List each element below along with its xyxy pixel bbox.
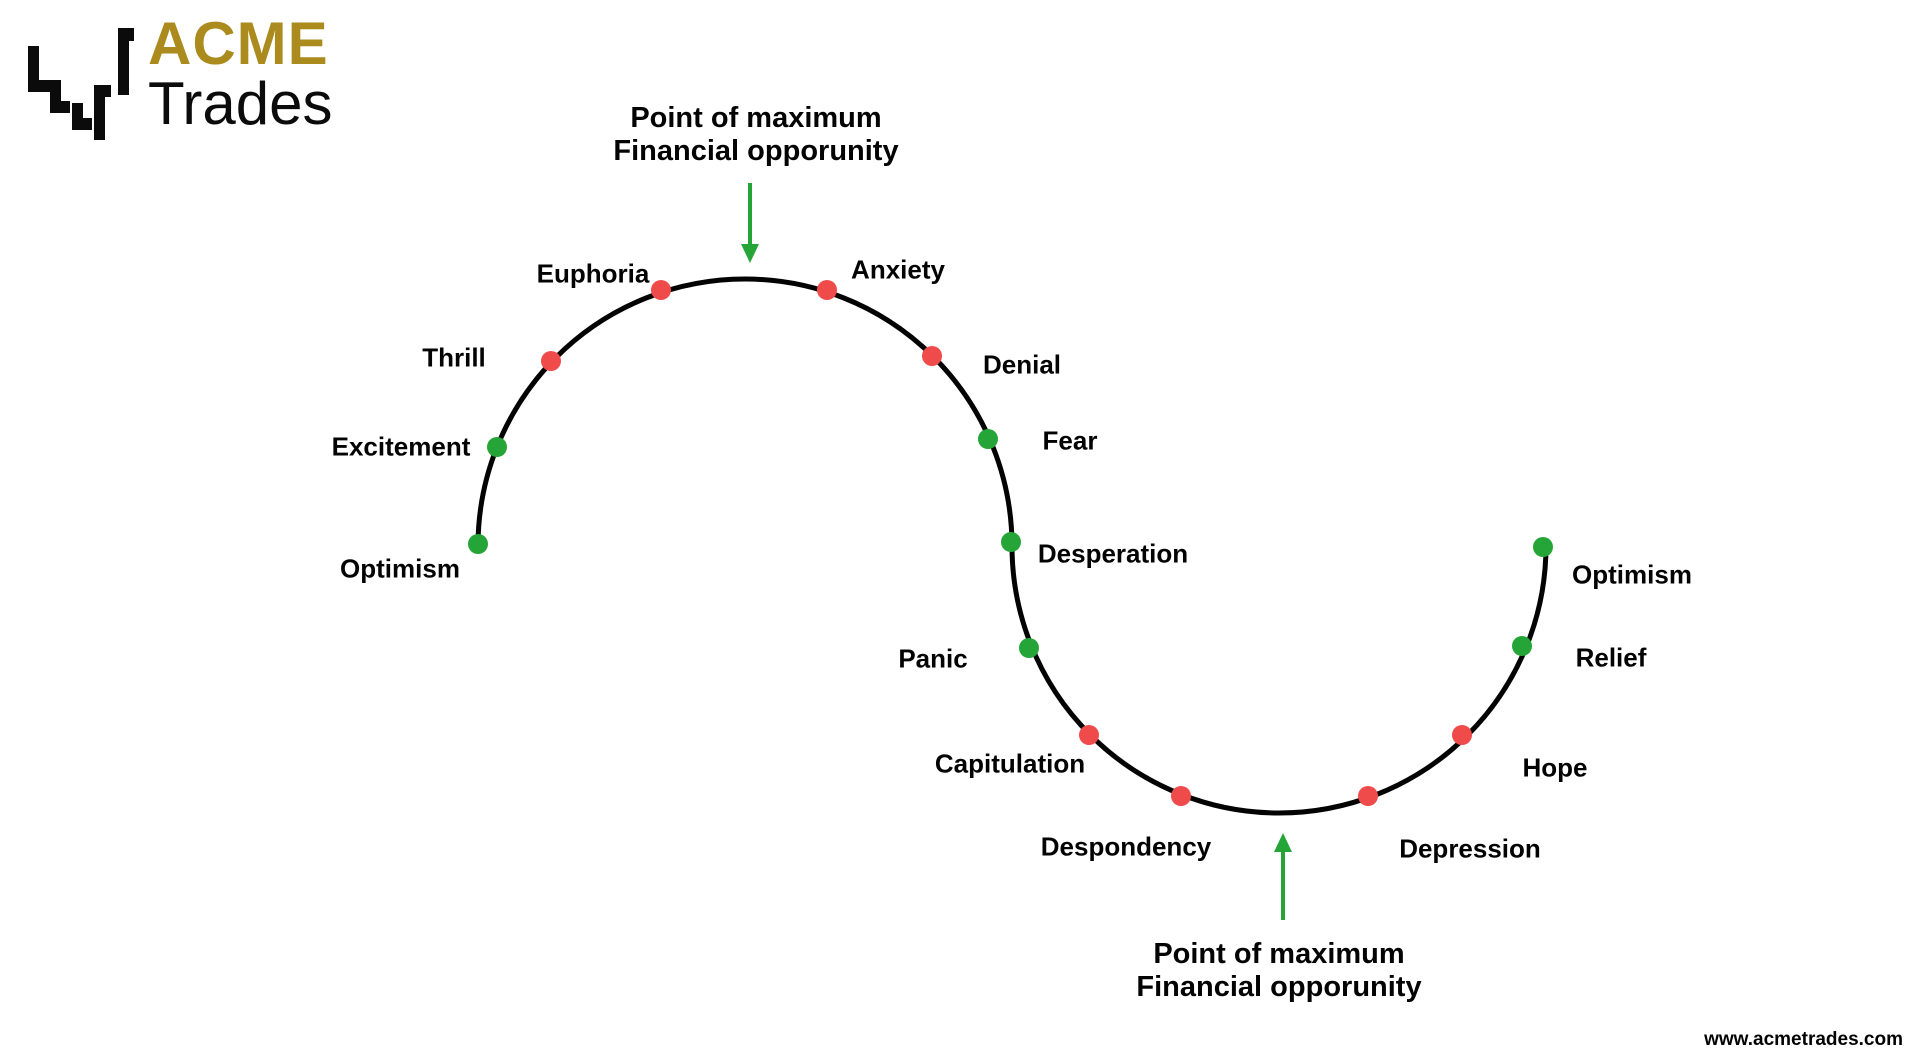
stage-label-despondency: Despondency	[1040, 831, 1212, 862]
stage-dot-relief	[1512, 636, 1532, 656]
stage-label-denial: Denial	[982, 349, 1062, 380]
stage-dot-thrill	[541, 351, 561, 371]
stage-dot-optimism	[1533, 537, 1553, 557]
logo: ACME Trades	[148, 10, 333, 137]
stage-label-anxiety: Anxiety	[851, 254, 945, 285]
logo-suffix-text: Trades	[148, 70, 333, 137]
stage-dot-capitulation	[1079, 725, 1099, 745]
annotation-line: Point of maximum	[630, 102, 882, 134]
annotation-max-opportunity-top: Point of maximum Financial opporunity	[613, 102, 898, 168]
stage-label-panic: Panic	[898, 643, 968, 674]
stage-dot-depression	[1358, 786, 1378, 806]
annotation-line: Point of maximum	[1153, 938, 1405, 970]
stage-dot-anxiety	[817, 280, 837, 300]
stage-label-euphoria: Euphoria	[536, 258, 650, 289]
stage-dot-excitement	[487, 437, 507, 457]
stage-dot-hope	[1452, 725, 1472, 745]
candlestick-logo-icon	[28, 28, 134, 140]
stage-dot-euphoria	[651, 280, 671, 300]
stage-dot-optimism	[468, 534, 488, 554]
stage-dot-fear	[978, 429, 998, 449]
stage-label-depression: Depression	[1399, 833, 1541, 864]
annotation-max-opportunity-bottom: Point of maximum Financial opporunity	[1136, 938, 1421, 1004]
stage-dot-desperation	[1001, 532, 1021, 552]
stage-label-desperation: Desperation	[1037, 538, 1189, 569]
logo-brand-text: ACME	[148, 10, 329, 77]
website-url: www.acmetrades.com	[1704, 1029, 1903, 1050]
stage-dots	[468, 280, 1553, 806]
stage-label-optimism: Optimism	[1572, 559, 1692, 590]
annotation-line: Financial opporunity	[1136, 971, 1422, 1003]
stage-dot-panic	[1019, 638, 1039, 658]
arrow-down-icon	[741, 183, 759, 263]
stage-label-relief: Relief	[1575, 642, 1647, 673]
stage-label-hope: Hope	[1522, 752, 1588, 783]
stage-label-thrill: Thrill	[422, 342, 486, 373]
stage-label-optimism: Optimism	[340, 553, 460, 584]
arrow-up-icon	[1274, 833, 1292, 920]
stage-label-fear: Fear	[1042, 425, 1098, 456]
stage-dot-despondency	[1171, 786, 1191, 806]
annotation-line: Financial opporunity	[613, 135, 899, 167]
stage-dot-denial	[922, 346, 942, 366]
stage-label-excitement: Excitement	[331, 431, 471, 462]
stage-label-capitulation: Capitulation	[934, 748, 1086, 779]
